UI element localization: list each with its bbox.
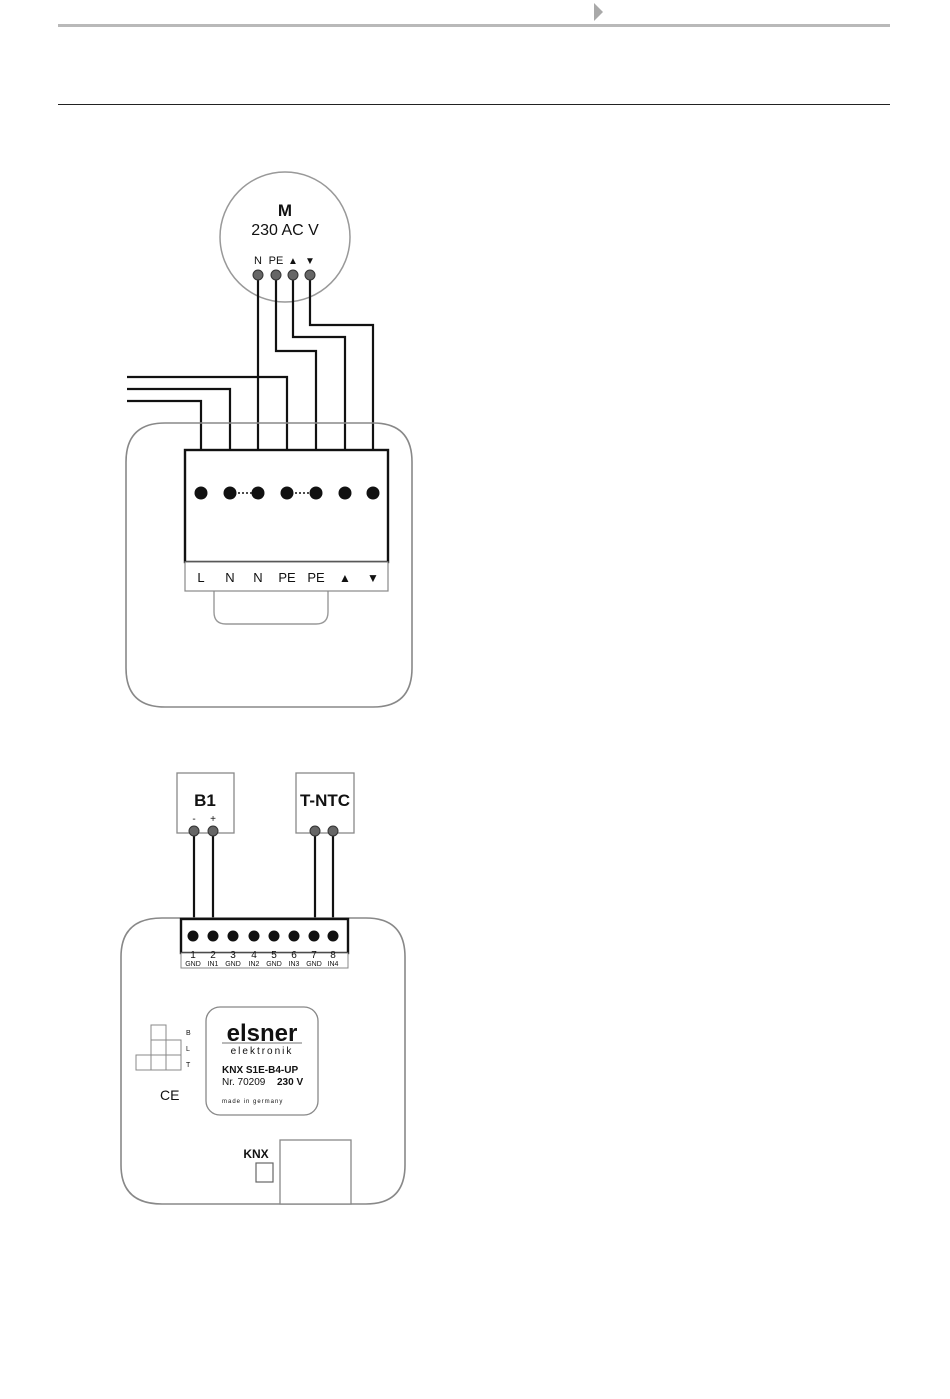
sensor-input-diagram: B1 - + T-NTC	[121, 773, 405, 1204]
input-label-strip	[181, 953, 348, 968]
knx-logo-icon: KNX	[243, 1147, 268, 1161]
ce-mark-icon: CE	[160, 1087, 179, 1103]
article-number: Nr. 70209	[222, 1077, 266, 1088]
terminal-dot	[305, 270, 315, 280]
terminal-number: 7	[311, 950, 317, 961]
terminal-dot	[252, 487, 265, 500]
led-label-b: B	[186, 1030, 191, 1037]
motor-terminal-label: ▼	[305, 256, 315, 267]
terminal-dot	[271, 270, 281, 280]
bus-connector	[280, 1140, 351, 1204]
terminal-dot	[269, 931, 280, 942]
led-cell	[151, 1055, 166, 1070]
terminal-dot	[309, 931, 320, 942]
terminal-label: N	[225, 570, 234, 585]
sensor-terminal-dots	[189, 826, 338, 836]
terminal-dot	[208, 931, 219, 942]
sensor-b1-title: B1	[194, 791, 216, 810]
terminal-dot	[208, 826, 218, 836]
terminal-dot	[328, 931, 339, 942]
terminal-number: 5	[271, 950, 277, 961]
terminal-dot	[188, 931, 199, 942]
terminal-label: GND	[306, 961, 322, 968]
led-grid	[136, 1025, 181, 1070]
made-in: made in germany	[222, 1099, 283, 1105]
terminal-label: GND	[185, 961, 201, 968]
terminal-label: PE	[278, 570, 296, 585]
actuator-tab	[214, 591, 328, 624]
terminal-number: 1	[190, 950, 196, 961]
terminal-label: N	[253, 570, 262, 585]
actuator-terminal-block	[185, 450, 388, 562]
led-labels: B L T	[186, 1030, 191, 1069]
led-cell	[166, 1040, 181, 1055]
terminal-label: GND	[266, 961, 282, 968]
led-label-l: L	[186, 1046, 190, 1053]
terminal-label: GND	[225, 961, 241, 968]
programming-button	[256, 1163, 273, 1182]
terminal-label: IN1	[208, 961, 219, 968]
terminal-dot	[228, 931, 239, 942]
terminal-number: 4	[251, 950, 257, 961]
terminal-label: ▼	[367, 571, 379, 585]
terminal-label: IN2	[249, 961, 260, 968]
terminal-number: 2	[210, 950, 216, 961]
terminal-dot	[189, 826, 199, 836]
terminal-number: 8	[330, 950, 336, 961]
terminal-label: ▲	[339, 571, 351, 585]
led-cell	[151, 1040, 166, 1055]
terminal-label: IN4	[328, 961, 339, 968]
led-label-t: T	[186, 1062, 191, 1069]
terminal-dot	[310, 826, 320, 836]
terminal-dot	[367, 487, 380, 500]
sensor-b1-minus: -	[192, 814, 195, 825]
sensor-b1-plus: +	[210, 814, 216, 825]
terminal-label: PE	[307, 570, 325, 585]
sensor-tntc-title: T-NTC	[300, 791, 350, 810]
model-number: KNX S1E-B4-UP	[222, 1065, 298, 1076]
brand-sub: elektronik	[231, 1046, 294, 1057]
led-cell	[136, 1055, 151, 1070]
motor-terminal-label: N	[254, 255, 262, 267]
input-terminal-block	[181, 919, 348, 953]
terminal-dot	[310, 487, 323, 500]
led-cell	[151, 1025, 166, 1040]
terminal-number: 6	[291, 950, 297, 961]
terminal-dot	[249, 931, 260, 942]
terminal-label: IN3	[289, 961, 300, 968]
motor-connection-diagram: M 230 AC V N PE ▲ ▼	[126, 172, 412, 707]
terminal-dot	[339, 487, 352, 500]
terminal-dot	[281, 487, 294, 500]
motor-terminal-label: ▲	[288, 256, 298, 267]
terminal-dot	[195, 487, 208, 500]
terminal-number: 3	[230, 950, 236, 961]
motor-voltage: 230 AC V	[251, 222, 319, 239]
terminal-dot	[224, 487, 237, 500]
led-cell	[166, 1055, 181, 1070]
motor-terminal-label: PE	[269, 255, 284, 267]
terminal-dot	[328, 826, 338, 836]
motor-symbol: M	[278, 201, 292, 220]
terminal-dot	[289, 931, 300, 942]
terminal-label: L	[197, 570, 204, 585]
rated-voltage: 230 V	[277, 1077, 303, 1088]
terminal-dot	[288, 270, 298, 280]
terminal-dot	[253, 270, 263, 280]
